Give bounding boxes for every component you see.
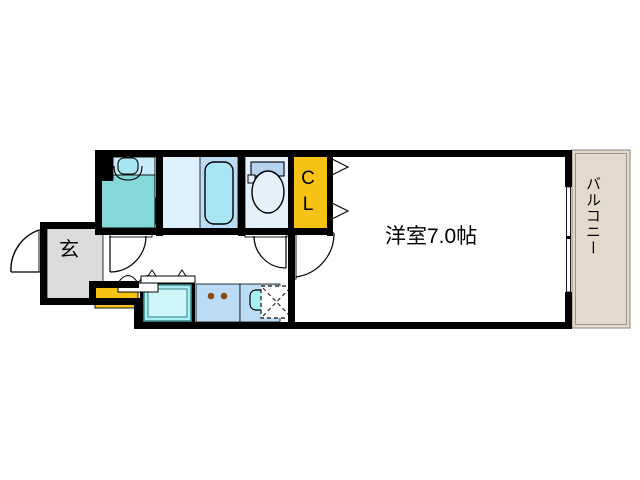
cooktop-counter — [195, 283, 241, 323]
toilet-bowl-icon — [251, 170, 285, 214]
bathroom-area — [161, 155, 239, 231]
walls — [40, 150, 572, 329]
closet-label-line1: C — [301, 168, 315, 189]
burner-dot-right — [220, 292, 228, 300]
toilet-area — [244, 155, 290, 231]
balcony-label: バルコニー — [584, 176, 601, 256]
entrance-label: 玄 — [59, 239, 79, 261]
wash-basin-icon — [113, 157, 143, 181]
balcony-area — [571, 149, 631, 329]
bathtub-icon — [204, 161, 234, 225]
washer-space-icon — [260, 285, 293, 319]
range-hood-icon — [140, 269, 196, 284]
closet-label-line2: L — [302, 194, 314, 215]
main-room-label: 洋室7.0帖 — [385, 225, 478, 248]
entrance-door-swing — [10, 229, 46, 273]
closet-area — [292, 155, 350, 231]
burner-dot-left — [207, 292, 215, 300]
